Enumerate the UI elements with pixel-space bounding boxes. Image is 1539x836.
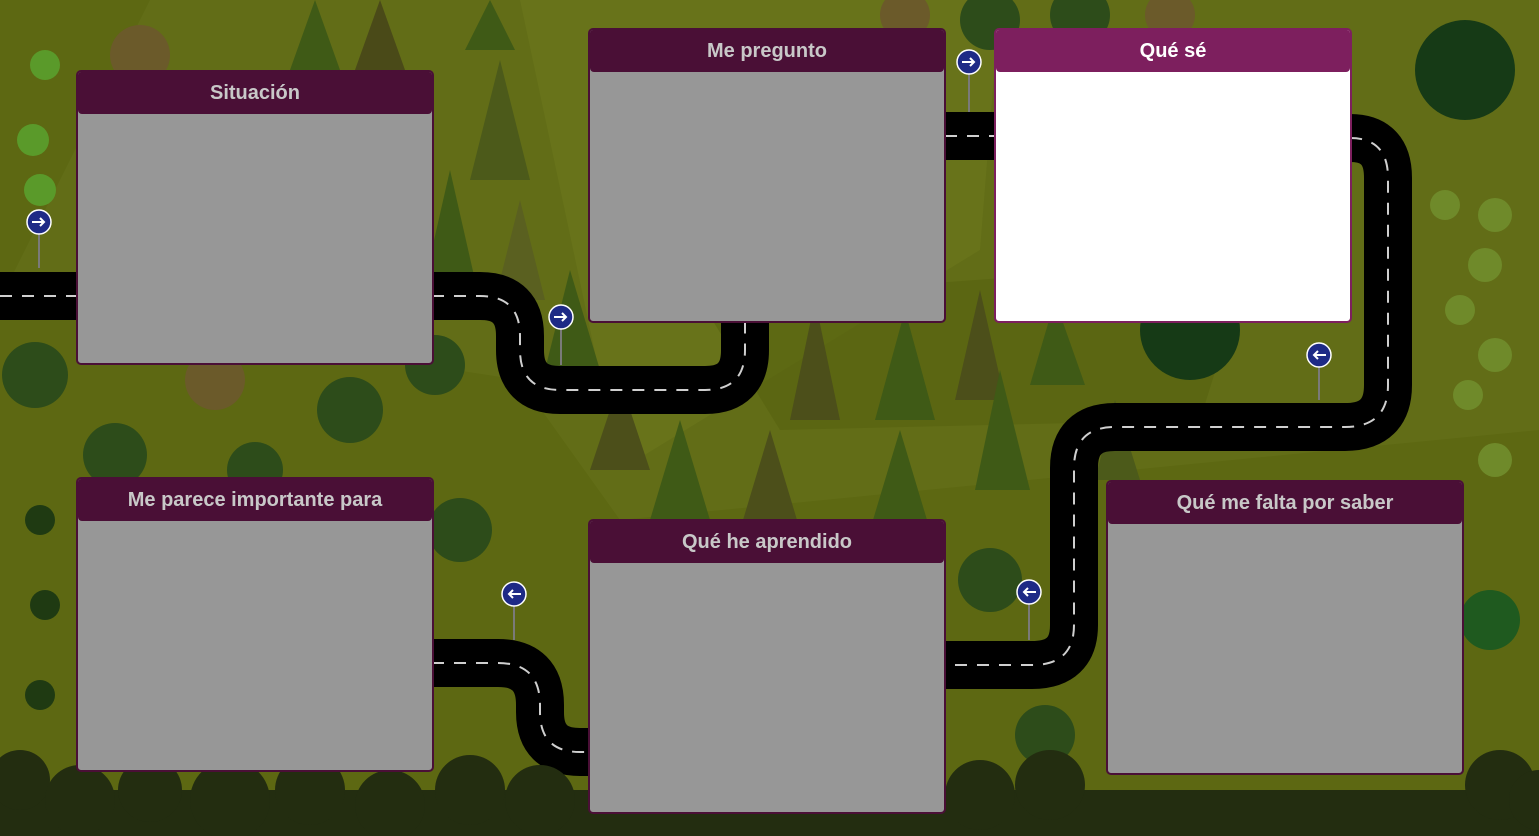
card-title: Situación <box>78 72 432 114</box>
card-title: Me pregunto <box>590 30 944 72</box>
card-content-area[interactable] <box>996 72 1350 321</box>
card-que-he-aprendido[interactable]: Qué he aprendido <box>588 519 946 814</box>
bush-icon <box>17 50 1512 710</box>
card-me-pregunto[interactable]: Me pregunto <box>588 28 946 323</box>
card-content-area[interactable] <box>78 114 432 363</box>
card-situacion[interactable]: Situación <box>76 70 434 365</box>
card-title: Me parece importante para <box>78 479 432 521</box>
round-tree-icon <box>2 0 1520 765</box>
card-me-parece-importante[interactable]: Me parece importante para <box>76 477 434 772</box>
arrow-right-sign-icon[interactable] <box>26 209 52 268</box>
arrow-right-sign-icon[interactable] <box>548 304 574 365</box>
arrow-left-sign-icon[interactable] <box>1306 342 1332 400</box>
card-que-se[interactable]: Qué sé <box>994 28 1352 323</box>
card-content-area[interactable] <box>590 72 944 321</box>
card-title: Qué sé <box>996 30 1350 72</box>
card-title: Qué he aprendido <box>590 521 944 563</box>
road <box>0 112 1412 776</box>
card-title: Qué me falta por saber <box>1108 482 1462 524</box>
card-content-area[interactable] <box>1108 524 1462 773</box>
card-content-area[interactable] <box>78 521 432 770</box>
arrow-left-sign-icon[interactable] <box>1016 579 1042 640</box>
arrow-left-sign-icon[interactable] <box>501 581 527 640</box>
card-que-me-falta[interactable]: Qué me falta por saber <box>1106 480 1464 775</box>
card-content-area[interactable] <box>590 563 944 812</box>
arrow-right-sign-icon[interactable] <box>956 49 982 112</box>
